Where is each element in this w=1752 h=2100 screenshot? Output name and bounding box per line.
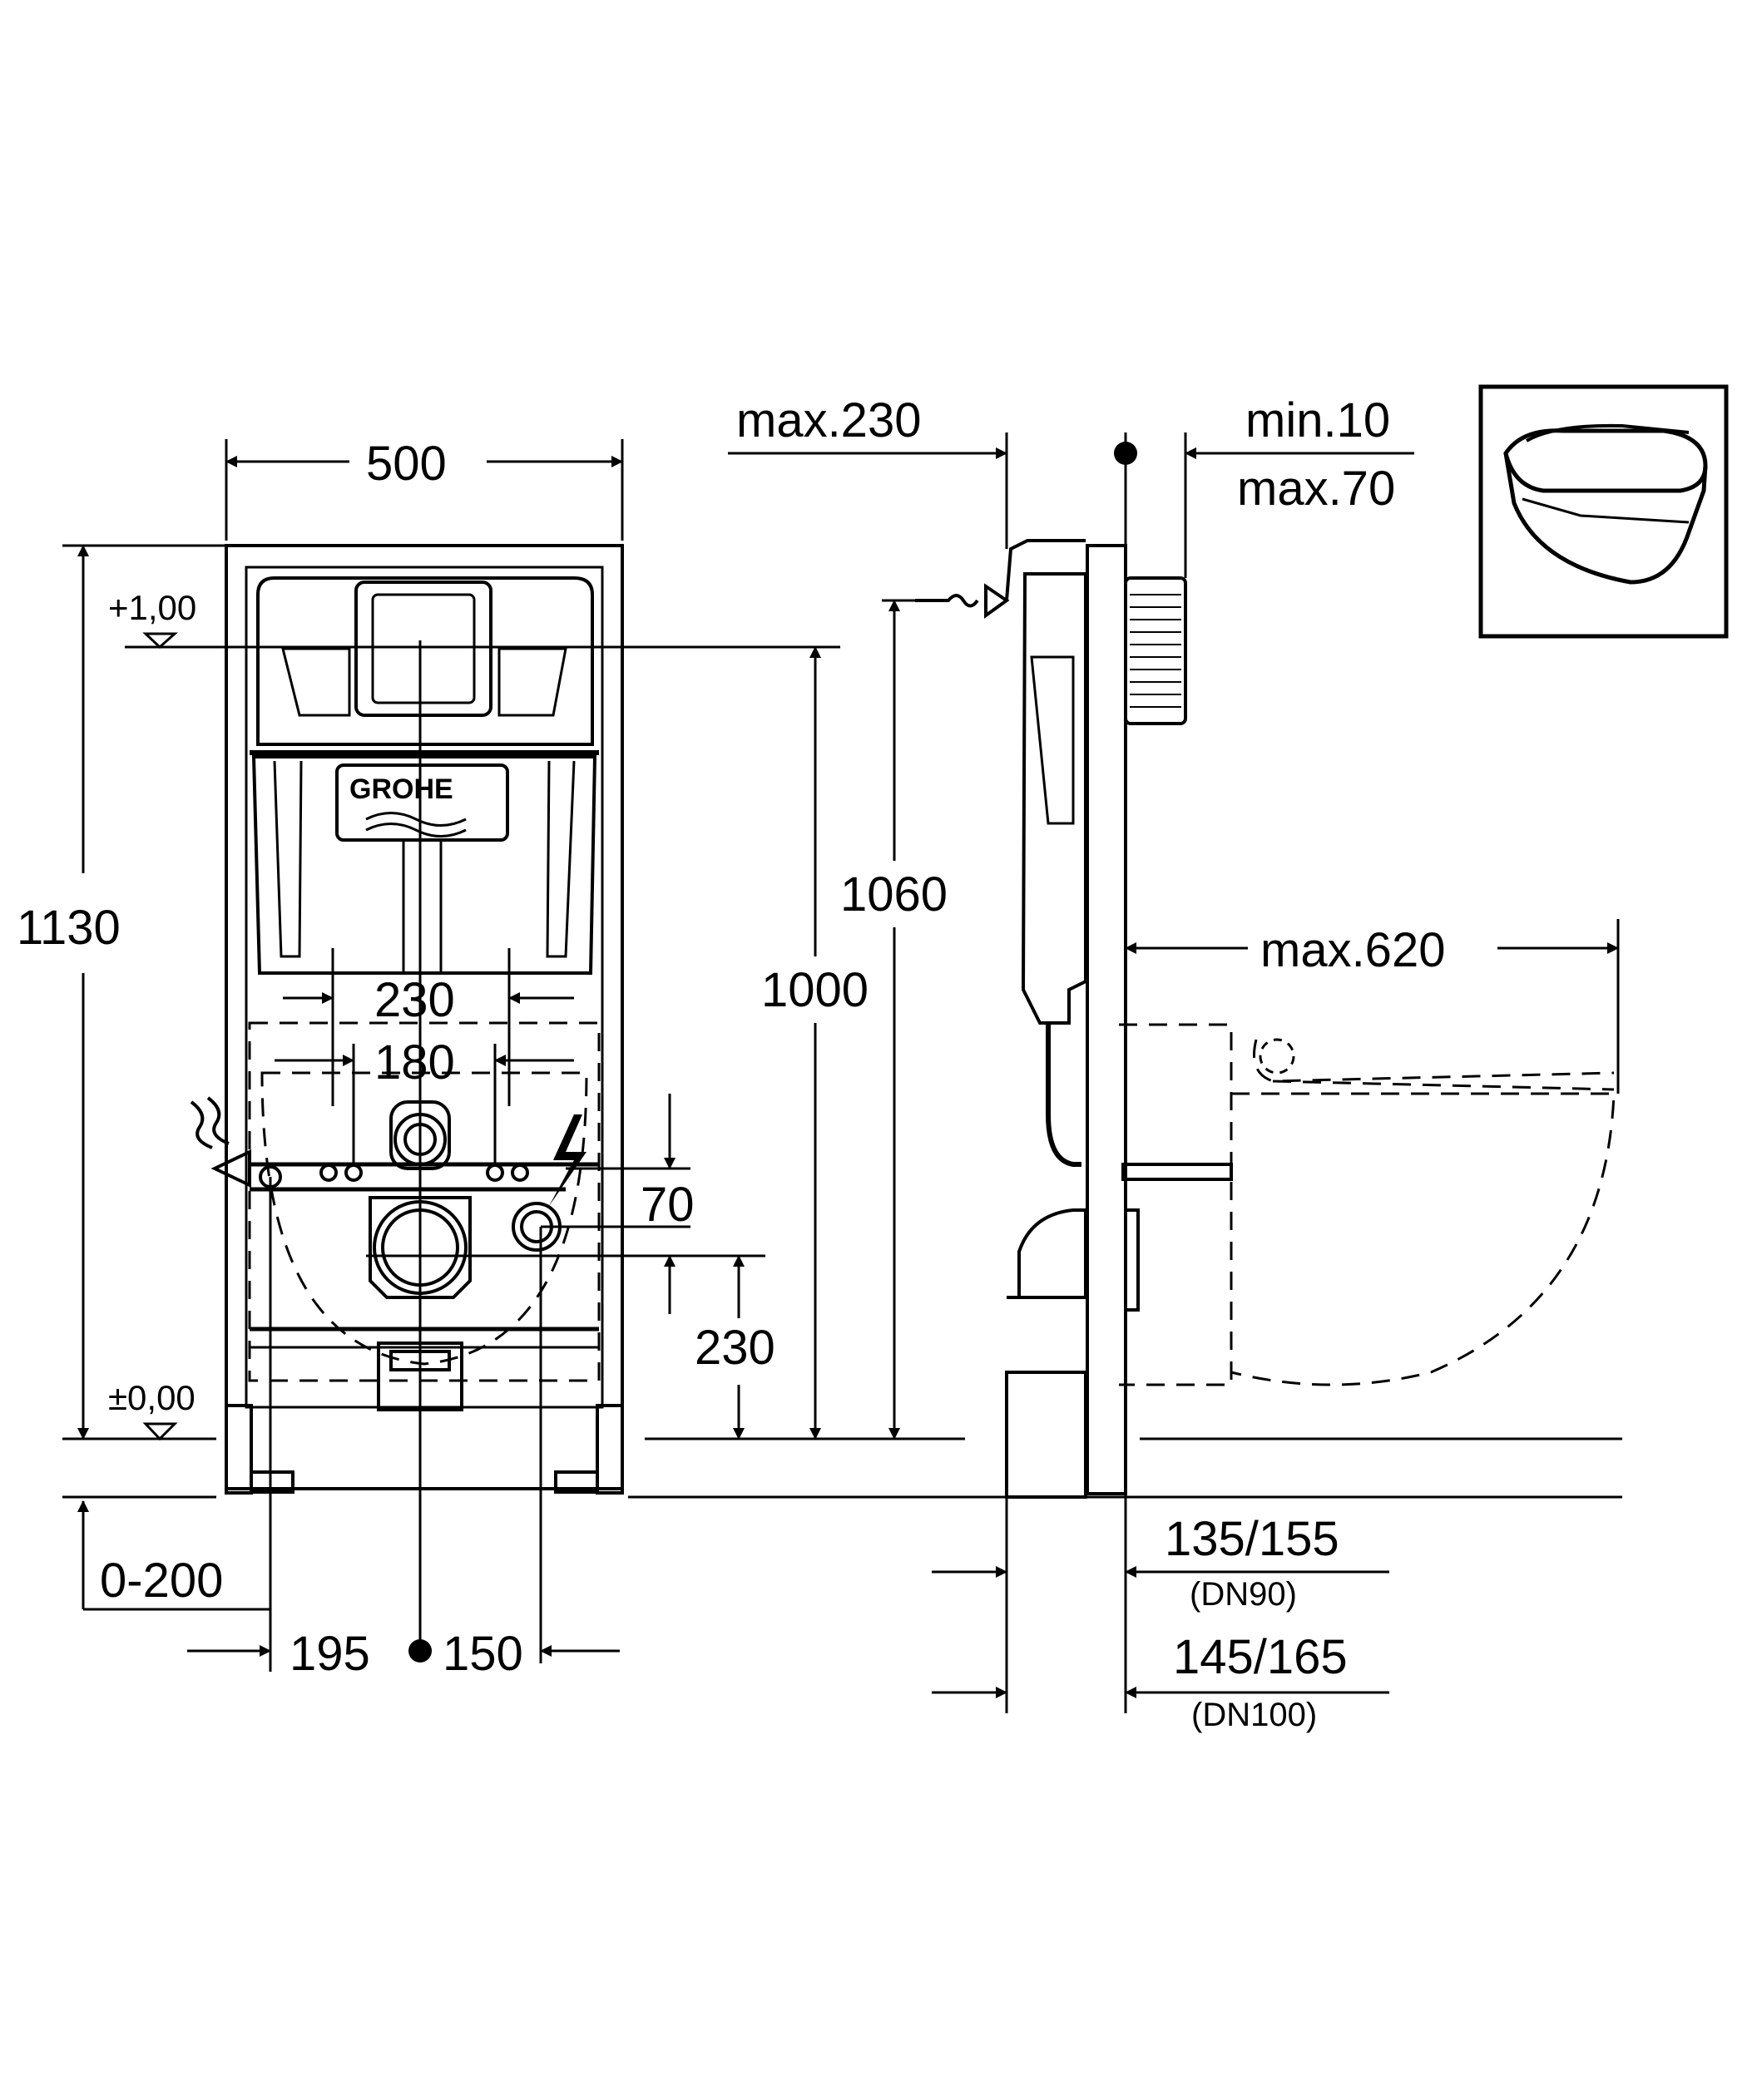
fixing-hole xyxy=(344,1164,363,1182)
cistern-side xyxy=(1021,572,1087,1025)
dim-label-150: 150 xyxy=(443,1627,523,1681)
level-label-top: +1,00 xyxy=(108,588,196,627)
cistern-leg-left xyxy=(273,760,303,958)
frame-side xyxy=(1086,544,1127,1495)
electric-bolt-icon xyxy=(549,1114,586,1206)
bracket-side xyxy=(1124,1208,1140,1312)
dim-label-1000: 1000 xyxy=(761,963,869,1017)
dim-label-1130: 1130 xyxy=(17,901,121,955)
dim-label-max-620: max.620 xyxy=(1260,923,1445,977)
seat-support-side xyxy=(1121,1163,1233,1181)
toilet-thumbnail-icon xyxy=(1478,384,1729,639)
drain-pipe-side xyxy=(1005,1371,1087,1499)
dim-height-1130 xyxy=(62,544,233,1440)
level-marker-bottom xyxy=(62,1422,216,1441)
toilet-side-hinge xyxy=(1259,1038,1295,1075)
dim-max-230 xyxy=(728,432,1008,549)
drain-bend-side xyxy=(1017,1208,1087,1299)
thumbnail-frame xyxy=(1478,384,1729,639)
dim-label-180: 180 xyxy=(374,1035,455,1090)
fixing-hole xyxy=(511,1164,529,1182)
dim-range-0-200 xyxy=(77,1500,270,1611)
dim-label-dn100: (DN100) xyxy=(1191,1697,1317,1733)
drain-housing xyxy=(369,1196,472,1299)
dim-spacing-180 xyxy=(275,1044,574,1164)
level-marker-top xyxy=(125,632,233,650)
toilet-bowl-front xyxy=(260,1071,588,1366)
toilet-side-outline xyxy=(1119,1023,1233,1386)
push-plate-side xyxy=(1124,576,1187,725)
dim-label-min-10: min.10 xyxy=(1245,393,1390,447)
cistern-body xyxy=(251,755,597,975)
cistern-leg-right xyxy=(546,760,576,958)
dim-label-145-165: 145/165 xyxy=(1173,1630,1348,1684)
cistern-side-detail xyxy=(1030,655,1075,825)
side-inlet-icon xyxy=(915,539,1086,619)
dim-width-500 xyxy=(225,439,624,541)
dim-height-1060 xyxy=(882,599,940,1440)
water-inlet-icon xyxy=(190,1096,282,1188)
dim-label-max-70: max.70 xyxy=(1237,462,1395,516)
centre-point-icon xyxy=(408,1639,432,1663)
dim-label-500: 500 xyxy=(366,437,447,491)
toilet-side-bowl xyxy=(1230,1092,1616,1386)
fixing-hole xyxy=(486,1164,504,1182)
frame-inner xyxy=(245,566,604,1409)
push-plate-hatching xyxy=(1130,594,1181,708)
right-foot xyxy=(596,1404,624,1495)
dim-label-1060: 1060 xyxy=(840,867,948,922)
flush-plate xyxy=(354,581,492,717)
dim-label-max-230: max.230 xyxy=(736,393,921,447)
level-label-bottom: ±0,00 xyxy=(108,1378,195,1417)
dim-label-0-200: 0-200 xyxy=(100,1554,223,1608)
side-view xyxy=(1005,544,1616,1499)
fixing-hole xyxy=(319,1164,338,1182)
brand-logo: GROHE xyxy=(349,773,453,805)
frame-outer xyxy=(225,544,624,1490)
toilet-outline-front xyxy=(248,1021,601,1382)
dim-label-70: 70 xyxy=(641,1178,695,1232)
dim-label-dn90: (DN90) xyxy=(1190,1576,1297,1613)
cistern-wing-right xyxy=(497,647,567,717)
cistern-wing-left xyxy=(281,647,351,717)
dim-spacing-230 xyxy=(283,948,574,1106)
flush-pipe-side xyxy=(1046,1023,1081,1167)
toilet-side-seat xyxy=(1253,1039,1615,1091)
datum-point-icon xyxy=(1114,442,1137,465)
flush-plate-inner xyxy=(371,593,476,704)
brand-waves-icon xyxy=(365,812,467,838)
dim-max-620 xyxy=(1125,919,1620,1094)
cistern-top xyxy=(256,576,594,746)
logo-badge xyxy=(335,763,509,842)
dim-label-230-height: 230 xyxy=(695,1321,775,1375)
dim-depth-dn90 xyxy=(932,1494,1389,1713)
left-foot xyxy=(225,1404,253,1495)
front-view xyxy=(125,544,840,1672)
right-foot-plate xyxy=(554,1470,599,1494)
left-foot-plate xyxy=(250,1470,294,1494)
dim-label-195: 195 xyxy=(290,1627,370,1681)
dim-height-230 xyxy=(732,1254,765,1440)
dim-label-135-155: 135/155 xyxy=(1165,1512,1339,1566)
dim-label-230-outer: 230 xyxy=(374,973,455,1027)
